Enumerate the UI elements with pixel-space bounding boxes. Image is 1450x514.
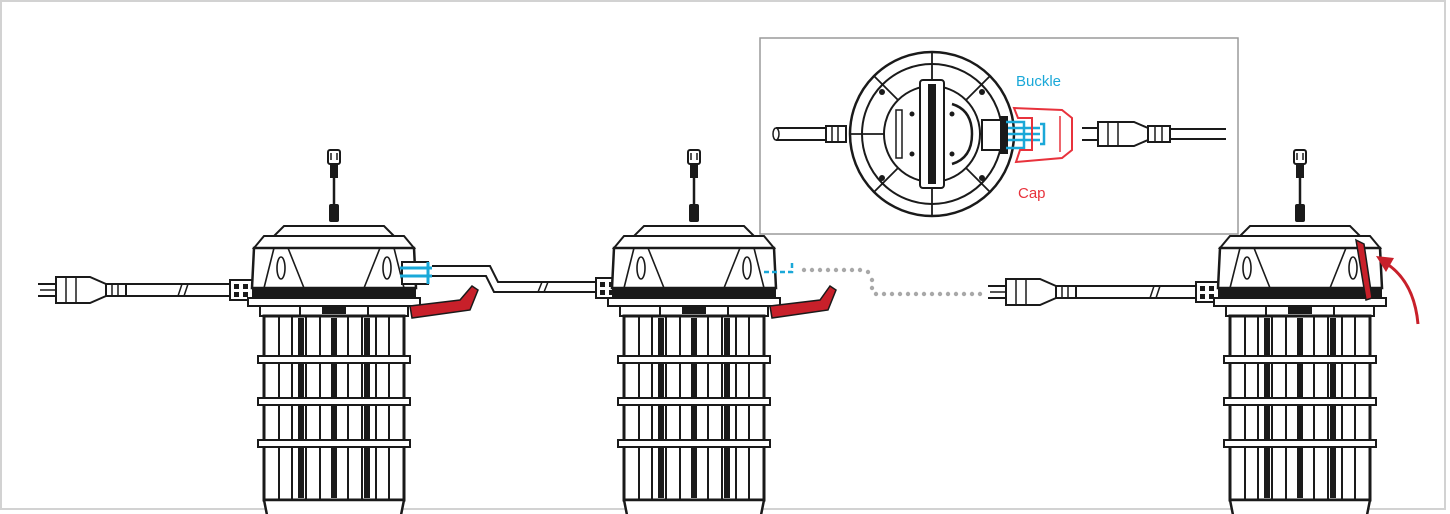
work-light-1: [37, 148, 623, 514]
inset-plug: [1082, 121, 1226, 147]
buckle-label: Buckle: [1016, 73, 1061, 90]
input-plug-3: [987, 278, 1223, 306]
input-plug-1: [37, 276, 257, 304]
cap-open-2: [769, 284, 837, 319]
cap-closed-3: [1355, 238, 1373, 301]
cap-open-1: [409, 285, 479, 319]
buckle-detail: [1006, 120, 1046, 150]
buckle-connected-1: [400, 261, 432, 285]
buckle-marker-2: [764, 262, 794, 274]
close-cap-arrow: [1376, 256, 1420, 325]
work-light-3: [987, 148, 1420, 514]
dotted-connection: [801, 267, 983, 297]
work-light-2: [606, 148, 983, 514]
cap-detail: [1012, 106, 1073, 164]
cap-label: Cap: [1018, 185, 1046, 202]
detail-inset: Buckle Cap: [759, 37, 1239, 235]
